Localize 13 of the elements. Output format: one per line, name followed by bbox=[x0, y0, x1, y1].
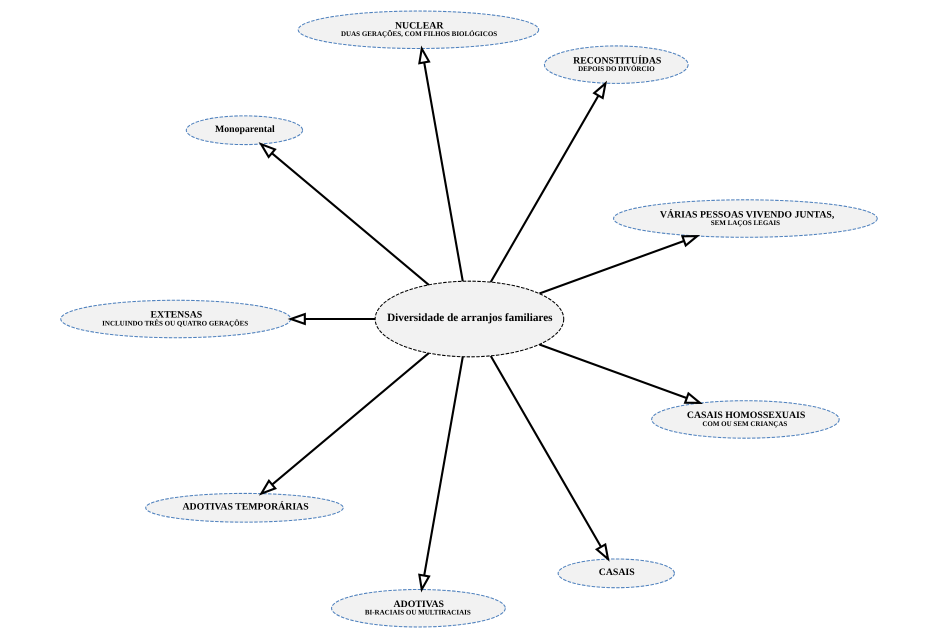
node-ellipse: ADOTIVAS TEMPORÁRIAS bbox=[144, 492, 344, 523]
arrow bbox=[258, 352, 429, 496]
arrow bbox=[489, 355, 610, 562]
arrow bbox=[418, 45, 464, 282]
arrow bbox=[287, 312, 375, 326]
arrow bbox=[418, 356, 464, 593]
arrow bbox=[538, 235, 700, 295]
node-ellipse: Monoparental bbox=[185, 115, 303, 146]
node-ellipse: Diversidade de arranjos familiares bbox=[374, 280, 564, 358]
arrow bbox=[489, 80, 607, 283]
arrow bbox=[538, 343, 702, 404]
node-ellipse: CASAIS bbox=[557, 558, 674, 588]
arrow bbox=[258, 142, 429, 286]
